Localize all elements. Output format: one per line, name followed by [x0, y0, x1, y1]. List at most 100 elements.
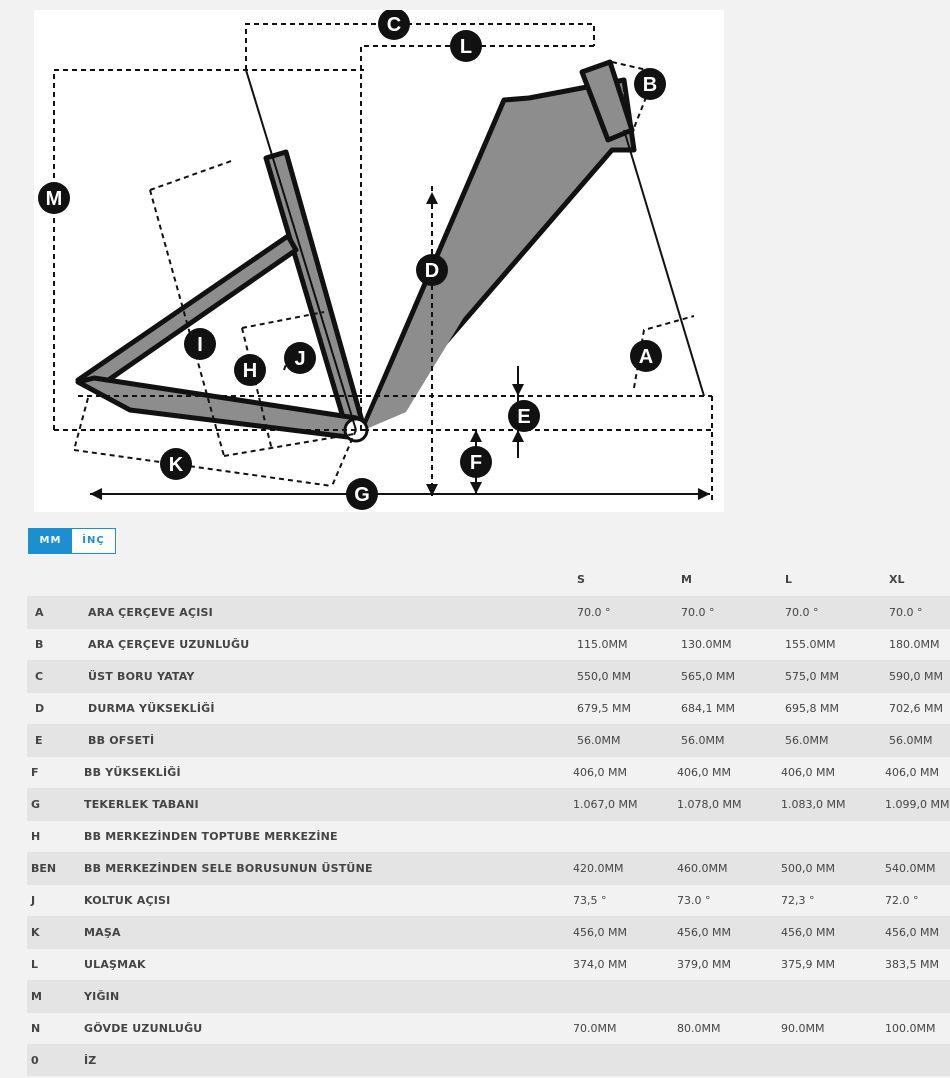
row-value-m: 456,0 MM	[677, 926, 731, 939]
row-value-xl: 100.0MM	[885, 1022, 936, 1035]
size-header-m: M	[681, 573, 692, 586]
row-value-l: 500,0 MM	[781, 862, 835, 875]
row-value-xl: 1.099,0 MM	[885, 798, 950, 811]
row-value-xl: 456,0 MM	[885, 926, 939, 939]
svg-text:K: K	[169, 454, 184, 476]
row-value-xl: 702,6 MM	[889, 702, 943, 715]
row-value-xl: 180.0MM	[889, 638, 940, 651]
row-value-m: 73.0 °	[677, 894, 711, 907]
row-value-m: 1.078,0 MM	[677, 798, 742, 811]
svg-text:G: G	[354, 484, 370, 506]
row-key: L	[31, 958, 39, 971]
dimension-label-i: I	[184, 328, 216, 360]
row-value-s: 550,0 MM	[577, 670, 631, 683]
row-name: GÖVDE UZUNLUĞU	[84, 1022, 203, 1035]
row-name: BB YÜKSEKLİĞİ	[84, 766, 181, 779]
table-row: G TEKERLEK TABANI 1.067,0 MM 1.078,0 MM 1.08…	[27, 788, 950, 820]
row-value-l: 575,0 MM	[785, 670, 839, 683]
row-name: TEKERLEK TABANI	[84, 798, 199, 811]
row-value-s: 420.0MM	[573, 862, 624, 875]
row-value-l: 375,9 MM	[781, 958, 835, 971]
row-value-xl: 540.0MM	[885, 862, 936, 875]
row-value-l: 1.083,0 MM	[781, 798, 846, 811]
row-name: BB MERKEZİNDEN TOPTUBE MERKEZİNE	[84, 830, 338, 843]
row-name: KOLTUK AÇISI	[84, 894, 171, 907]
row-name: MAŞA	[84, 926, 121, 939]
dimension-label-j: J	[284, 342, 316, 374]
dimension-label-l: L	[450, 30, 482, 62]
row-value-m: 56.0MM	[681, 734, 725, 747]
row-value-s: 456,0 MM	[573, 926, 627, 939]
table-row: C ÜST BORU YATAY 550,0 MM 565,0 MM 575,0 MM 5…	[27, 660, 950, 692]
dimension-label-g: G	[346, 478, 378, 510]
unit-mm-button[interactable]: MM	[29, 529, 72, 553]
row-value-s: 70.0MM	[573, 1022, 617, 1035]
dimension-label-h: H	[234, 354, 266, 386]
row-value-l: 56.0MM	[785, 734, 829, 747]
row-value-l: 90.0MM	[781, 1022, 825, 1035]
row-value-s: 679,5 MM	[577, 702, 631, 715]
row-key: BEN	[31, 862, 57, 875]
row-key: J	[31, 894, 36, 907]
row-value-xl: 72.0 °	[885, 894, 919, 907]
row-value-s: 406,0 MM	[573, 766, 627, 779]
row-name: ÜST BORU YATAY	[88, 670, 195, 683]
row-value-m: 460.0MM	[677, 862, 728, 875]
row-value-xl: 383,5 MM	[885, 958, 939, 971]
row-value-m: 70.0 °	[681, 606, 715, 619]
row-value-m: 379,0 MM	[677, 958, 731, 971]
table-row: M YIĞIN	[27, 980, 950, 1012]
dimension-label-b: B	[634, 68, 666, 100]
row-value-s: 115.0MM	[577, 638, 628, 651]
row-value-xl: 56.0MM	[889, 734, 933, 747]
dimension-label-m: M	[38, 182, 70, 214]
row-value-s: 56.0MM	[577, 734, 621, 747]
row-key: 0	[31, 1054, 39, 1067]
unit-inch-button[interactable]: İNÇ	[72, 529, 115, 553]
row-key: B	[35, 638, 44, 651]
row-value-l: 72,3 °	[781, 894, 815, 907]
row-value-m: 565,0 MM	[681, 670, 735, 683]
svg-text:A: A	[639, 346, 653, 368]
row-key: M	[31, 990, 42, 1003]
row-name: ULAŞMAK	[84, 958, 146, 971]
row-value-l: 456,0 MM	[781, 926, 835, 939]
row-name: YIĞIN	[84, 990, 120, 1003]
row-value-l: 70.0 °	[785, 606, 819, 619]
row-key: G	[31, 798, 41, 811]
size-header-s: S	[577, 573, 585, 586]
svg-text:C: C	[387, 14, 401, 36]
row-value-m: 684,1 MM	[681, 702, 735, 715]
unit-toggle[interactable]: MM İNÇ	[28, 528, 116, 554]
table-header-row: S M L XL	[27, 566, 950, 596]
table-row: 0 İZ	[27, 1044, 950, 1076]
row-value-l: 406,0 MM	[781, 766, 835, 779]
row-value-xl: 70.0 °	[889, 606, 923, 619]
dimension-label-e: E	[508, 400, 540, 432]
row-key: D	[35, 702, 45, 715]
table-row: J KOLTUK AÇISI 73,5 ° 73.0 ° 72,3 ° 72.0 °	[27, 884, 950, 916]
row-name: ARA ÇERÇEVE UZUNLUĞU	[88, 638, 250, 651]
row-value-s: 1.067,0 MM	[573, 798, 638, 811]
row-key: C	[35, 670, 44, 683]
dimension-label-a: A	[630, 340, 662, 372]
row-value-m: 406,0 MM	[677, 766, 731, 779]
dimension-label-f: F	[460, 446, 492, 478]
svg-text:F: F	[470, 452, 482, 474]
svg-text:B: B	[643, 74, 657, 96]
row-name: İZ	[84, 1054, 97, 1067]
svg-text:H: H	[243, 360, 257, 382]
row-value-s: 73,5 °	[573, 894, 607, 907]
row-value-xl: 590,0 MM	[889, 670, 943, 683]
row-value-s: 374,0 MM	[573, 958, 627, 971]
row-value-m: 130.0MM	[681, 638, 732, 651]
